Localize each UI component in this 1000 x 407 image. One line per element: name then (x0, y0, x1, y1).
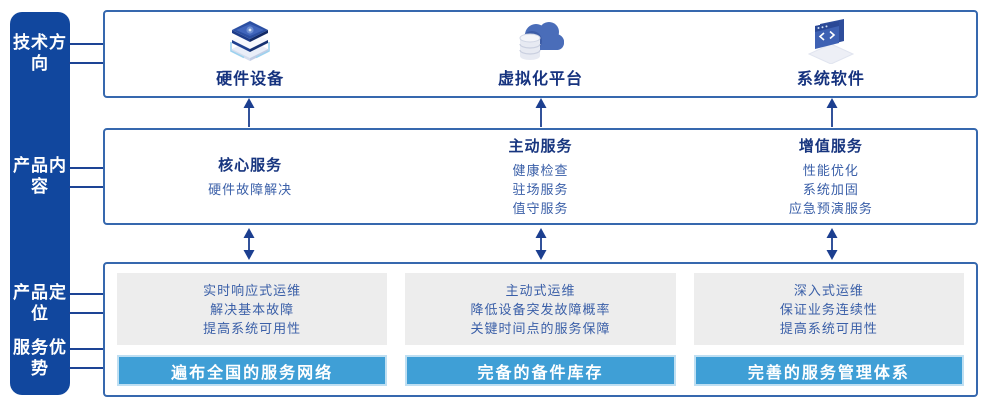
connector-line (69, 43, 104, 45)
service-column-value-added: 增值服务 性能优化 系统加固 应急预演服务 (686, 130, 976, 223)
sidebar-label-service-advantage: 服务优势 (13, 338, 67, 378)
arrow-cell (395, 228, 687, 260)
positioning-line: 关键时间点的服务保障 (470, 320, 611, 336)
positioning-advantage-box: 实时响应式运维 解决基本故障 提高系统可用性 遍布全国的服务网络 主动式运维 降… (103, 262, 978, 397)
positioning-line: 提高系统可用性 (779, 320, 878, 336)
double-arrow-icon (243, 228, 255, 260)
server-stack-icon (224, 16, 276, 64)
arrow-cell (103, 228, 395, 260)
positioning-line: 主动式运维 (505, 282, 576, 298)
positioning-line: 解决基本故障 (210, 301, 295, 317)
cloud-database-icon (512, 16, 568, 64)
service-item: 硬件故障解决 (208, 182, 293, 197)
sidebar-label-tech-direction: 技术方向 (13, 33, 67, 73)
sidebar-label-product-position: 产品定位 (13, 283, 67, 323)
service-item: 值守服务 (512, 201, 569, 216)
service-item: 系统加固 (802, 182, 859, 197)
service-title-value-added: 增值服务 (798, 138, 863, 155)
tech-direction-box: 硬件设备 (103, 10, 978, 98)
double-arrow-icon (535, 228, 546, 260)
category-sidebar: 技术方向 产品内容 产品定位 服务优势 (10, 12, 70, 395)
positioning-panel: 深入式运维 保证业务连续性 提高系统可用性 (693, 273, 964, 345)
arrow-cell (103, 98, 395, 127)
up-arrow-icon (535, 98, 546, 127)
service-column-proactive: 主动服务 健康检查 驻场服务 值守服务 (395, 130, 685, 223)
positioning-line: 深入式运维 (793, 282, 864, 298)
sidebar-label-product-content: 产品内容 (13, 156, 67, 196)
product-content-box: 核心服务 硬件故障解决 主动服务 健康检查 驻场服务 值守服务 增值服务 性能优… (103, 128, 978, 225)
positioning-line: 提高系统可用性 (203, 320, 302, 336)
positioning-column-realtime: 实时响应式运维 解决基本故障 提高系统可用性 遍布全国的服务网络 (117, 273, 388, 386)
service-item: 健康检查 (512, 163, 569, 178)
advantage-bar-spares: 完备的备件库存 (405, 355, 676, 386)
service-item: 驻场服务 (512, 182, 569, 197)
service-item: 性能优化 (802, 163, 859, 178)
tech-column-software: 系统软件 (686, 12, 976, 96)
advantage-bar-management: 完善的服务管理体系 (693, 355, 964, 386)
code-window-icon (803, 16, 859, 64)
connector-line (69, 367, 104, 369)
connector-line (69, 167, 104, 169)
advantage-bar-network: 遍布全国的服务网络 (117, 355, 388, 386)
tech-label-hardware: 硬件设备 (216, 71, 285, 88)
arrow-cell (686, 98, 978, 127)
double-arrow-icon (826, 228, 838, 260)
service-title-proactive: 主动服务 (508, 138, 573, 155)
connector-line (69, 312, 104, 314)
up-arrow-icon (826, 98, 838, 127)
positioning-panel: 主动式运维 降低设备突发故障概率 关键时间点的服务保障 (405, 273, 676, 345)
up-arrow-icon (243, 98, 255, 127)
positioning-column-deep: 深入式运维 保证业务连续性 提高系统可用性 完善的服务管理体系 (693, 273, 964, 386)
service-title-core: 核心服务 (218, 157, 283, 174)
positioning-line: 实时响应式运维 (203, 282, 302, 298)
arrow-cell (395, 98, 687, 127)
connector-line (69, 62, 104, 64)
positioning-panel: 实时响应式运维 解决基本故障 提高系统可用性 (117, 273, 388, 345)
connector-line (69, 293, 104, 295)
positioning-line: 降低设备突发故障概率 (470, 301, 611, 317)
connector-line (69, 348, 104, 350)
arrow-strip-top (103, 98, 978, 127)
tech-label-virtualization: 虚拟化平台 (497, 71, 583, 88)
tech-column-virtualization: 虚拟化平台 (395, 12, 685, 96)
service-item: 应急预演服务 (788, 201, 873, 216)
service-column-core: 核心服务 硬件故障解决 (105, 130, 395, 223)
positioning-line: 保证业务连续性 (779, 301, 878, 317)
connector-line (69, 186, 104, 188)
positioning-column-proactive: 主动式运维 降低设备突发故障概率 关键时间点的服务保障 完备的备件库存 (405, 273, 676, 386)
arrow-cell (686, 228, 978, 260)
tech-label-software: 系统软件 (796, 71, 865, 88)
tech-column-hardware: 硬件设备 (105, 12, 395, 96)
arrow-strip-bottom (103, 228, 978, 260)
